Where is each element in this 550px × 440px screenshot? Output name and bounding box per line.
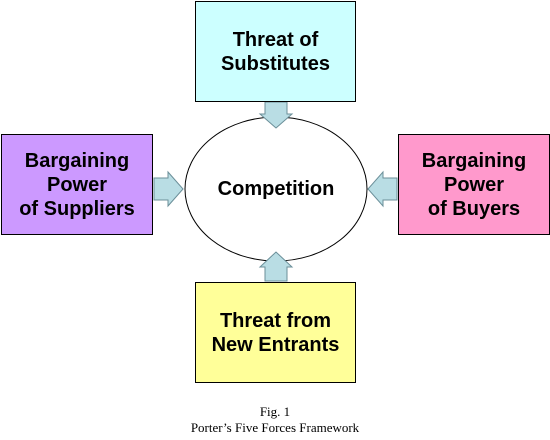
figure-number: Fig. 1 [259,404,291,419]
arrow-down-from-substitutes [258,101,294,129]
bargaining-power-of-buyers-box: Bargaining Power of Buyers [398,134,550,235]
arrow-right-from-suppliers [153,170,184,208]
box-label-line: Power [46,173,108,196]
box-label-line: Threat from [219,309,332,332]
box-label-line: Bargaining [421,149,527,172]
box-label-line: Substitutes [221,52,330,75]
threat-from-new-entrants-box: Threat from New Entrants [195,282,356,383]
competition-label: Competition [217,178,335,200]
box-label-line: of Buyers [427,197,521,220]
arrow-up-from-new-entrants [258,251,294,282]
figure-caption: Porter’s Five Forces Framework [190,420,360,435]
box-label-line: Power [443,173,505,196]
box-label-line: of Suppliers [19,197,135,220]
threat-of-substitutes-box: Threat of Substitutes [195,1,356,102]
bargaining-power-of-suppliers-box: Bargaining Power of Suppliers [1,134,153,235]
box-label-line: Threat of [232,28,319,51]
box-label-line: New Entrants [211,333,340,356]
box-label-line: Bargaining [24,149,130,172]
arrow-left-from-buyers [367,170,398,208]
